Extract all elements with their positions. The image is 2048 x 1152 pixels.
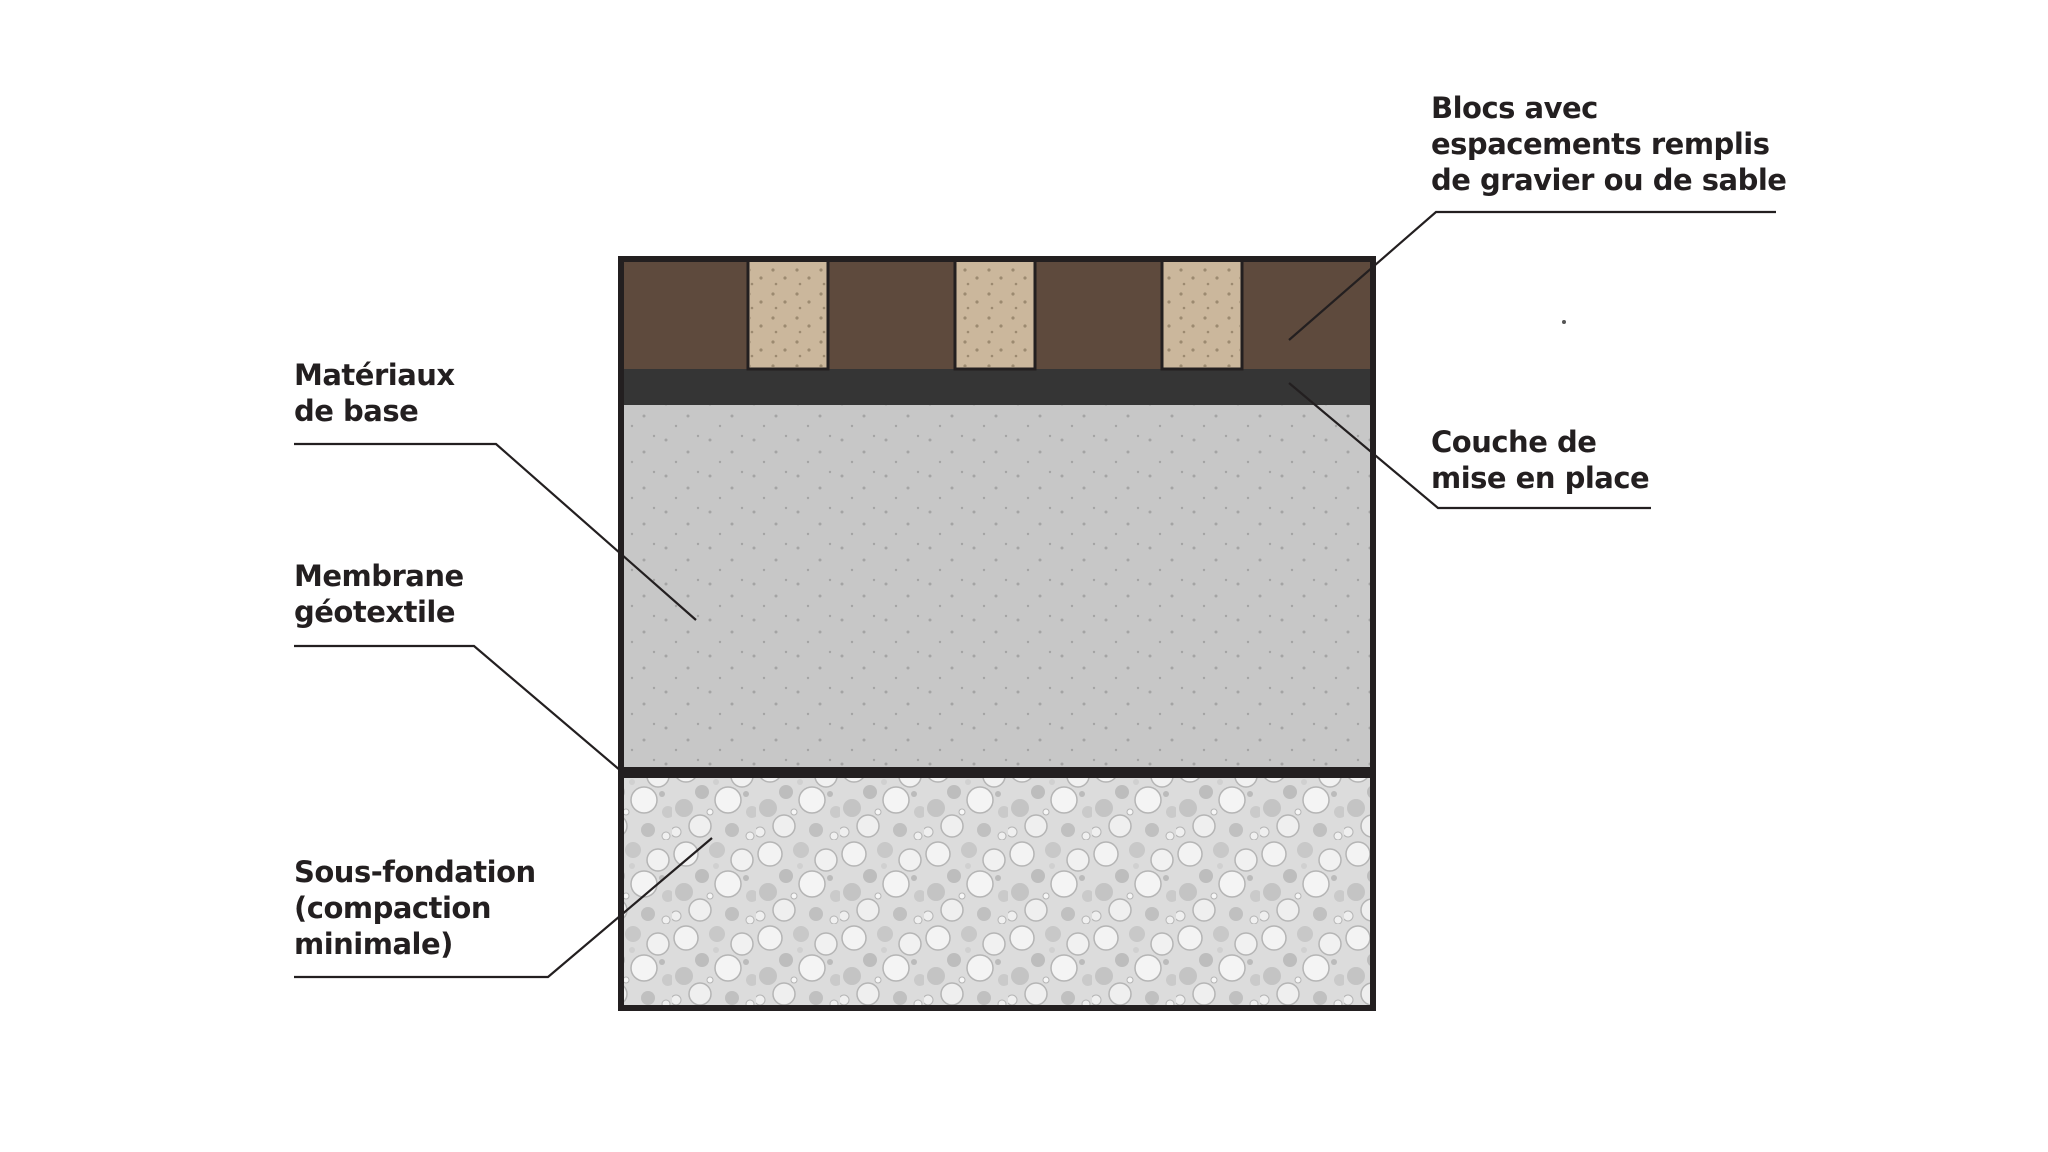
leader-membrane	[294, 644, 622, 772]
label-blocks-line-1: Blocs avec	[1431, 91, 1598, 125]
label-geotextile-membrane: Membrane géotextile	[294, 558, 464, 630]
label-bedding-line-1: Couche de	[1431, 425, 1597, 459]
label-subgrade-line-1: Sous-fondation	[294, 855, 536, 889]
bedding-layer	[621, 368, 1373, 405]
leader-subgrade	[294, 837, 713, 979]
cross-section-outline	[618, 256, 1376, 1011]
joint-fill-texture-2	[957, 261, 1033, 367]
label-subgrade-line-3: minimale)	[294, 927, 453, 961]
label-bedding-layer: Couche de mise en place	[1431, 424, 1650, 496]
label-base-line-1: Matériaux	[294, 358, 455, 392]
base-materials-texture	[621, 404, 1373, 768]
label-subgrade: Sous-fondation (compaction minimale)	[294, 854, 536, 962]
label-base-materials: Matériaux de base	[294, 357, 455, 429]
joint-fill-texture-1	[750, 261, 826, 367]
label-bedding-line-2: mise en place	[1431, 461, 1650, 495]
label-base-line-2: de base	[294, 394, 419, 428]
joint-fill-texture-3	[1164, 261, 1240, 367]
label-membrane-line-2: géotextile	[294, 595, 455, 629]
subgrade-gravel-texture	[621, 776, 1373, 1008]
label-blocks: Blocs avec espacements remplis de gravie…	[1431, 90, 1787, 198]
label-blocks-line-3: de gravier ou de sable	[1431, 163, 1787, 197]
leader-blocks	[1288, 210, 1776, 341]
label-membrane-line-1: Membrane	[294, 559, 464, 593]
leader-bedding	[1288, 382, 1651, 510]
speck	[1562, 320, 1566, 324]
label-subgrade-line-2: (compaction	[294, 891, 491, 925]
leader-base	[294, 442, 697, 621]
geotextile-membrane-layer	[621, 767, 1373, 778]
label-blocks-line-2: espacements remplis	[1431, 127, 1770, 161]
